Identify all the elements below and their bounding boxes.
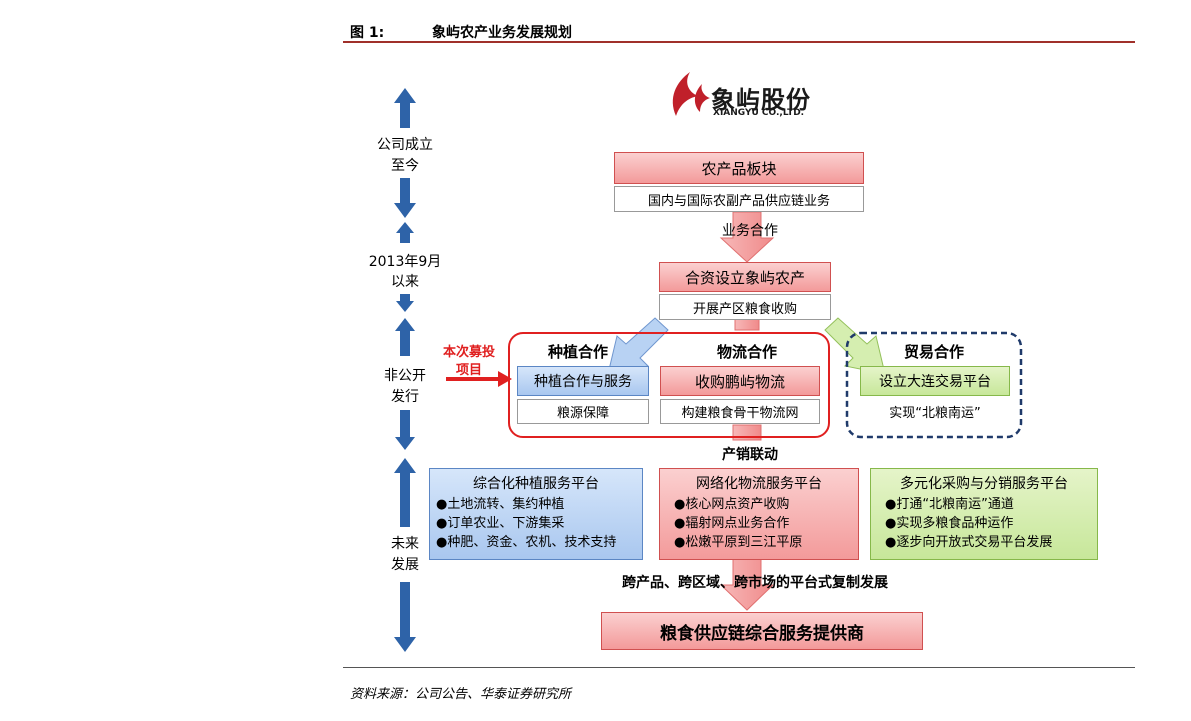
raise-label: 本次募投项目 bbox=[442, 345, 495, 378]
planting-head: 种植合作 bbox=[547, 343, 608, 361]
list-item: 打通“北粮南运”通道 bbox=[885, 495, 1091, 514]
trade-box: 设立大连交易平台 bbox=[860, 366, 1010, 396]
top-rule bbox=[343, 41, 1135, 43]
replicate-label: 跨产品、跨区域、跨市场的平台式复制发展 bbox=[622, 575, 888, 591]
platform-planting: 综合化种植服务平台 土地流转、集约种植 订单农业、下游集采 种肥、资金、农机、技… bbox=[429, 468, 643, 560]
flow-arrow-4 bbox=[719, 556, 775, 611]
list-item: 松嫩平原到三江平原 bbox=[674, 533, 852, 552]
timeline-label-3: 非公开发行 bbox=[384, 368, 426, 405]
coop-label: 业务合作 bbox=[722, 223, 778, 239]
bottom-rule bbox=[343, 667, 1135, 668]
timeline-label-1: 公司成立至今 bbox=[377, 137, 433, 174]
platform-logistics-list: 核心网点资产收购 辐射网点业务合作 松嫩平原到三江平原 bbox=[666, 495, 852, 552]
list-item: 种肥、资金、农机、技术支持 bbox=[436, 533, 636, 552]
platform-trade-head: 多元化采购与分销服务平台 bbox=[900, 476, 1068, 492]
sector-desc-box: 国内与国际农副产品供应链业务 bbox=[614, 186, 864, 212]
trade-head: 贸易合作 bbox=[903, 343, 964, 361]
timeline-label-4: 未来发展 bbox=[391, 536, 419, 573]
trade-desc: 实现“北粮南运” bbox=[860, 399, 1010, 424]
logistics-desc: 构建粮食骨干物流网 bbox=[660, 399, 820, 424]
timeline-arrow-up-2 bbox=[396, 222, 414, 243]
raise-arrow bbox=[446, 371, 512, 387]
timeline-label-2: 2013年9月以来 bbox=[368, 254, 442, 290]
list-item: 实现多粮食品种运作 bbox=[885, 514, 1091, 533]
jv-desc-box: 开展产区粮食收购 bbox=[659, 294, 831, 320]
figure-number: 图 1: bbox=[350, 25, 385, 41]
platform-logistics: 网络化物流服务平台 核心网点资产收购 辐射网点业务合作 松嫩平原到三江平原 bbox=[659, 468, 859, 560]
planting-box: 种植合作与服务 bbox=[517, 366, 649, 396]
list-item: 辐射网点业务合作 bbox=[674, 514, 852, 533]
timeline-arrow-down-1 bbox=[394, 178, 416, 218]
trade-outline bbox=[845, 331, 1023, 439]
figure-source: 资料来源：公司公告、华泰证券研究所 bbox=[350, 687, 572, 702]
planting-desc: 粮源保障 bbox=[517, 399, 649, 424]
platform-trade-list: 打通“北粮南运”通道 实现多粮食品种运作 逐步向开放式交易平台发展 bbox=[877, 495, 1091, 552]
link-label: 产销联动 bbox=[722, 447, 778, 463]
sector-box: 农产品板块 bbox=[614, 152, 864, 184]
list-item: 核心网点资产收购 bbox=[674, 495, 852, 514]
platform-trade: 多元化采购与分销服务平台 打通“北粮南运”通道 实现多粮食品种运作 逐步向开放式… bbox=[870, 468, 1098, 560]
logistics-head: 物流合作 bbox=[716, 343, 777, 361]
figure-title-text: 象屿农产业务发展规划 bbox=[432, 25, 572, 41]
figure-title: 图 1: 象屿农产业务发展规划 bbox=[350, 22, 572, 42]
timeline-arrow-down-4 bbox=[394, 582, 416, 652]
list-item: 逐步向开放式交易平台发展 bbox=[885, 533, 1091, 552]
center-flow-arrows bbox=[719, 211, 775, 611]
logistics-box: 收购鹏屿物流 bbox=[660, 366, 820, 396]
timeline-arrow-up-1 bbox=[394, 88, 416, 128]
logo-flame-icon bbox=[672, 72, 710, 116]
platform-logistics-head: 网络化物流服务平台 bbox=[696, 476, 822, 492]
platform-planting-list: 土地流转、集约种植 订单农业、下游集采 种肥、资金、农机、技术支持 bbox=[436, 495, 636, 552]
timeline-arrows bbox=[394, 88, 416, 652]
raise-project-outline bbox=[508, 332, 830, 438]
jv-box: 合资设立象屿农产 bbox=[659, 262, 831, 292]
timeline-arrow-down-3 bbox=[395, 410, 415, 450]
logo-name-cn: 象屿股份 bbox=[711, 85, 811, 114]
logo-name-en: XIANGYU CO.,LTD. bbox=[713, 108, 805, 118]
platform-planting-head: 综合化种植服务平台 bbox=[473, 476, 599, 492]
timeline-arrow-up-4 bbox=[394, 458, 416, 527]
flow-arrow-1 bbox=[719, 211, 775, 263]
list-item: 订单农业、下游集采 bbox=[436, 514, 636, 533]
timeline-arrow-down-2 bbox=[396, 294, 414, 312]
final-box: 粮食供应链综合服务提供商 bbox=[601, 612, 923, 650]
timeline-arrow-up-3 bbox=[395, 318, 415, 356]
list-item: 土地流转、集约种植 bbox=[436, 495, 636, 514]
